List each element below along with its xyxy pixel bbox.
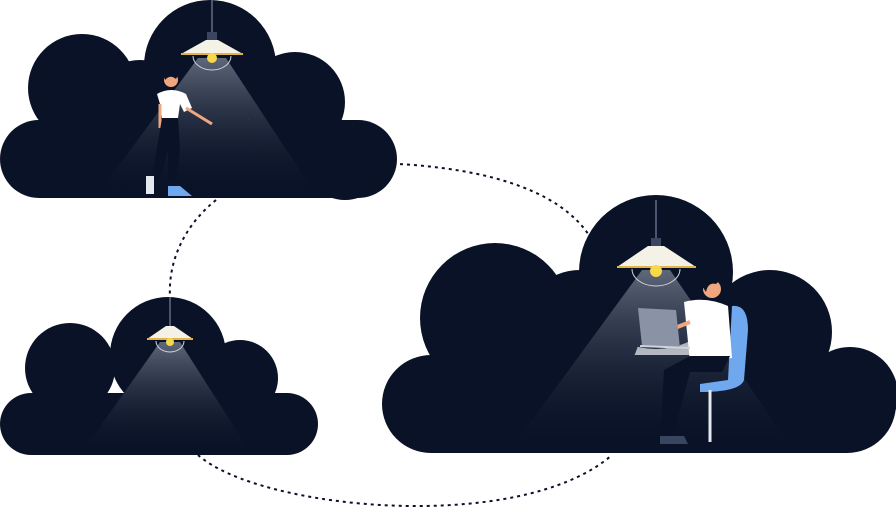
chair [700,305,748,392]
standing-woman [146,71,213,196]
light-cone [508,270,795,453]
ceiling-lamp [181,0,243,71]
connector-top-to-bottom [168,199,217,298]
connector-top-to-right [371,162,593,241]
laptop [638,308,680,348]
connector-bottom-to-right [197,454,613,508]
light-cone [80,342,252,455]
dotted-connectors [168,162,613,508]
ceiling-lamp [147,297,193,353]
seated-man-with-laptop [638,278,748,444]
ceiling-lamp [617,200,696,287]
light-cone [95,58,318,198]
